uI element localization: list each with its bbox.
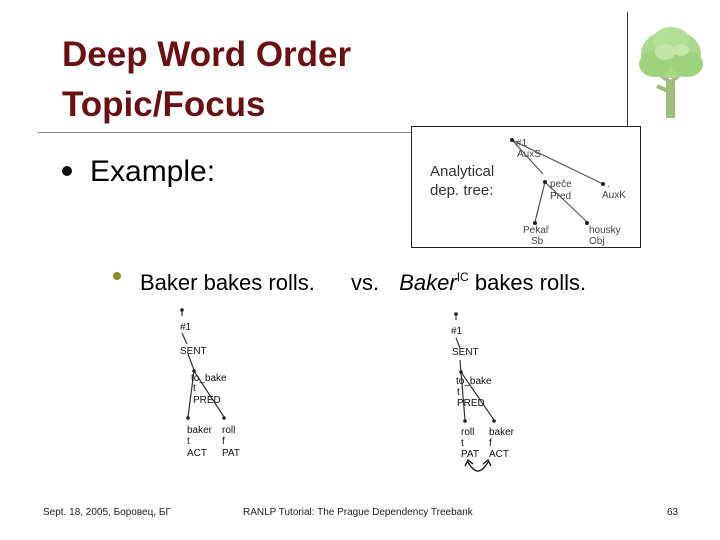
page-number: 63 xyxy=(667,507,679,518)
right-child2-functor: ACT xyxy=(489,449,509,460)
right-child2-tfa: f xyxy=(489,438,492,449)
bullet-example: Example: xyxy=(90,155,216,188)
sentence-1: Baker bakes rolls. xyxy=(140,270,315,295)
right-verb-label: to_bake xyxy=(456,376,492,387)
left-root-label: #1 xyxy=(180,322,192,333)
horizontal-divider xyxy=(38,132,634,133)
tecto-tree-right: #1 SENT to_bake t PRED roll t PAT baker … xyxy=(451,312,515,472)
sub-bullet-marker xyxy=(113,272,121,280)
left-child1-functor: ACT xyxy=(187,448,207,459)
swap-arrows-icon xyxy=(464,458,492,472)
bullet-marker xyxy=(62,166,72,176)
sentence-2-sup: IC xyxy=(456,270,469,284)
footer-title: RANLP Tutorial: The Prague Dependency Tr… xyxy=(243,507,473,518)
right-verb-tfa: t xyxy=(457,387,460,398)
title-line-1: Deep Word Order xyxy=(62,35,352,74)
analytical-tree-diagram: #1 AuxS peče Pred . AuxK Pekař Sb housky… xyxy=(510,138,626,247)
edge-root-verb xyxy=(511,139,544,175)
example-sentences: Baker bakes rolls. vs. BakerIC bakes rol… xyxy=(140,262,586,298)
right-child1-functor: PAT xyxy=(461,449,479,460)
vs-label: vs. xyxy=(350,270,380,295)
right-child2-label: baker xyxy=(489,427,515,438)
edge-verb-subj xyxy=(534,181,546,223)
slide-title: Deep Word Order Topic/Focus xyxy=(62,30,351,130)
an-obj-afun: Obj xyxy=(589,236,605,247)
right-root-type: SENT xyxy=(452,347,479,358)
right-child1-tfa: t xyxy=(461,438,464,449)
an-root-form: #1 xyxy=(516,138,528,149)
left-verb-functor: PRED xyxy=(193,395,221,406)
vertical-divider xyxy=(627,12,628,134)
left-child2-label: roll xyxy=(222,425,235,436)
an-root-afun: AuxS xyxy=(517,149,541,160)
left-child2-functor: PAT xyxy=(222,448,240,459)
analytical-tree-label: Analytical dep. tree: xyxy=(430,162,494,200)
an-subj-form: Pekař xyxy=(523,225,550,236)
right-verb-functor: PRED xyxy=(457,398,485,409)
analytical-label-line-1: Analytical xyxy=(430,163,495,180)
title-line-2: Topic/Focus xyxy=(62,85,266,124)
analytical-label-line-2: dep. tree: xyxy=(430,182,494,199)
edge-root-punct xyxy=(511,139,604,185)
left-verb-label: to_bake xyxy=(191,373,227,384)
edge-verb-obj xyxy=(544,181,588,223)
an-verb-form: peče xyxy=(550,179,572,190)
right-child1-label: roll xyxy=(461,427,474,438)
tecto-tree-left: #1 SENT to_bake t PRED baker t ACT roll … xyxy=(180,308,240,459)
tree-logo-icon xyxy=(639,27,703,118)
an-verb-afun: Pred xyxy=(550,191,571,202)
left-root-type: SENT xyxy=(180,346,207,357)
left-verb-tfa: t xyxy=(193,383,196,394)
an-punct-form: . xyxy=(607,179,610,190)
left-child2-tfa: f xyxy=(222,436,225,447)
left-child1-label: baker xyxy=(187,425,213,436)
an-subj-afun: Sb xyxy=(531,236,544,247)
right-root-label: #1 xyxy=(451,326,463,337)
sentence-2-rest: bakes rolls. xyxy=(474,270,587,295)
an-punct-afun: AuxK xyxy=(602,190,626,201)
left-child1-tfa: t xyxy=(187,436,190,447)
footer-date: Sept. 18, 2005, Боровец, БГ xyxy=(43,507,171,518)
sentence-2-word: Baker xyxy=(399,270,457,295)
an-obj-form: housky xyxy=(589,225,621,236)
